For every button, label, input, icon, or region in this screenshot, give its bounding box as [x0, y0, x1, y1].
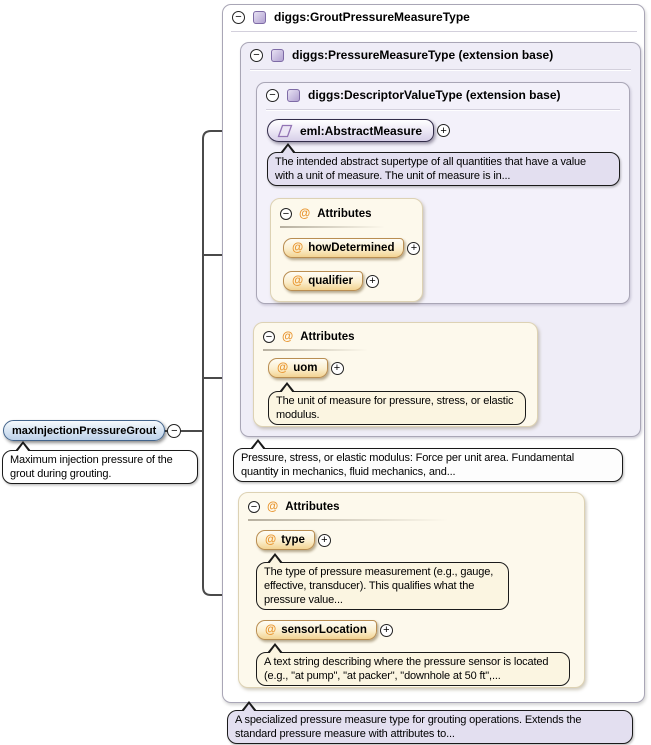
attribute-row: @ sensorLocation +: [256, 620, 393, 640]
descriptor-value-type-header: − diggs:DescriptorValueType (extension b…: [266, 87, 561, 103]
doc-line: pressure value...: [264, 594, 343, 606]
attributes-title: Attributes: [317, 208, 372, 220]
attribute-uom[interactable]: @ uom: [268, 358, 328, 378]
attribute-label: howDetermined: [308, 242, 395, 254]
attribute-type[interactable]: @ type: [256, 530, 315, 550]
expand-icon[interactable]: +: [379, 623, 393, 637]
attribute-label: type: [281, 534, 305, 546]
pressure-measure-doc: Pressure, stress, or elastic modulus: Fo…: [233, 439, 623, 482]
doc-line: quantity in mechanics, fluid mechanics, …: [241, 466, 456, 478]
type-title: diggs:GroutPressureMeasureType: [274, 10, 470, 24]
doc-line: The type of pressure measurement (e.g., …: [264, 566, 494, 578]
sensor-location-doc: A text string describing where the press…: [256, 643, 570, 686]
doc-line: The unit of measure for pressure, stress…: [276, 395, 514, 407]
expand-icon[interactable]: +: [437, 124, 451, 137]
collapse-icon[interactable]: −: [266, 88, 279, 102]
doc-line: with a unit of measure. The unit of meas…: [275, 170, 511, 182]
attributes-divider: [248, 519, 448, 521]
max-injection-pressure-grout-element[interactable]: maxInjectionPressureGrout: [3, 420, 166, 441]
type-title: diggs:DescriptorValueType (extension bas…: [308, 88, 561, 102]
doc-line: The intended abstract supertype of all q…: [275, 156, 586, 168]
element-label: maxInjectionPressureGrout: [12, 424, 157, 437]
collapse-icon[interactable]: −: [167, 423, 182, 438]
attribute-howdetermined[interactable]: @ howDetermined: [283, 238, 405, 258]
attribute-sensorlocation[interactable]: @ sensorLocation: [256, 620, 377, 640]
type-doc: The type of pressure measurement (e.g., …: [256, 553, 509, 610]
max-injection-doc: Maximum injection pressure of the grout …: [2, 441, 198, 484]
collapse-icon[interactable]: −: [280, 208, 292, 220]
collapse-icon[interactable]: −: [250, 48, 263, 62]
doc-line: (e.g., "at pump", "at packer", "downhole…: [264, 670, 501, 682]
complex-type-icon: [271, 48, 284, 62]
pressure-attributes-box: − @ Attributes @ uom + The unit of measu…: [253, 322, 538, 427]
attributes-header: − @ Attributes: [248, 499, 340, 515]
at-icon: @: [265, 624, 277, 636]
grout-pressure-measure-type-header: − diggs:GroutPressureMeasureType: [232, 9, 470, 25]
type-title: diggs:PressureMeasureType (extension bas…: [292, 48, 554, 62]
doc-line: modulus.: [276, 409, 320, 421]
pressure-measure-type-header: − diggs:PressureMeasureType (extension b…: [250, 47, 553, 63]
max-injection-row: maxInjectionPressureGrout −: [3, 420, 182, 441]
attribute-at-icon: @: [267, 501, 279, 513]
doc-line: Pressure, stress, or elastic modulus: Fo…: [241, 452, 575, 464]
doc-line: standard pressure measure with attribute…: [235, 728, 455, 740]
at-icon: @: [277, 362, 289, 374]
grout-attributes-box: − @ Attributes @ type + The type of pres…: [238, 492, 585, 688]
complex-type-icon: [253, 10, 266, 24]
header-divider: [231, 31, 637, 32]
at-icon: @: [265, 534, 277, 546]
attribute-row: @ howDetermined +: [283, 238, 421, 258]
grout-type-doc: A specialized pressure measure type for …: [227, 701, 633, 744]
complex-type-icon: [287, 88, 300, 102]
descriptor-attributes-box: − @ Attributes @ howDetermined + @ quali…: [270, 198, 423, 302]
attribute-label: qualifier: [308, 275, 353, 287]
element-icon: [277, 124, 293, 137]
at-icon: @: [292, 275, 304, 287]
attribute-row: @ type +: [256, 530, 331, 550]
abstract-measure-row: eml:AbstractMeasure +: [267, 119, 451, 142]
at-icon: @: [292, 242, 304, 254]
uom-doc: The unit of measure for pressure, stress…: [268, 382, 526, 425]
element-label: eml:AbstractMeasure: [300, 123, 423, 138]
collapse-icon[interactable]: −: [248, 501, 260, 513]
header-divider: [250, 69, 631, 70]
attribute-row: @ qualifier +: [283, 271, 379, 291]
expand-icon[interactable]: +: [365, 274, 379, 288]
attribute-at-icon: @: [299, 208, 311, 220]
doc-line: A specialized pressure measure type for …: [235, 714, 582, 726]
attribute-at-icon: @: [282, 331, 294, 343]
attribute-label: uom: [293, 362, 318, 374]
header-divider: [266, 109, 620, 110]
doc-line: grout during grouting.: [10, 468, 112, 480]
attributes-title: Attributes: [300, 331, 355, 343]
abstract-measure-element[interactable]: eml:AbstractMeasure: [267, 119, 435, 142]
attributes-divider: [263, 349, 368, 351]
expand-icon[interactable]: +: [407, 241, 421, 255]
collapse-icon[interactable]: −: [232, 10, 245, 24]
attribute-row: @ uom +: [268, 358, 344, 378]
attributes-divider: [280, 226, 385, 228]
attributes-header: − @ Attributes: [280, 206, 372, 222]
doc-line: Maximum injection pressure of the: [10, 454, 173, 466]
expand-icon[interactable]: +: [330, 361, 344, 375]
attribute-qualifier[interactable]: @ qualifier: [283, 271, 363, 291]
abstract-measure-doc: The intended abstract supertype of all q…: [267, 143, 620, 186]
doc-line: A text string describing where the press…: [264, 656, 549, 668]
attributes-title: Attributes: [285, 501, 340, 513]
expand-icon[interactable]: +: [317, 533, 331, 547]
collapse-icon[interactable]: −: [263, 331, 275, 343]
attribute-label: sensorLocation: [281, 624, 367, 636]
doc-line: effective, transducer). This qualifies w…: [264, 580, 475, 592]
attributes-header: − @ Attributes: [263, 329, 355, 345]
